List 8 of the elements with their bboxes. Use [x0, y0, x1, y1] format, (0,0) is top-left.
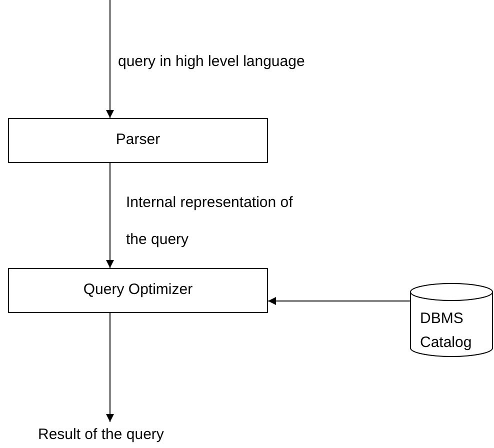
arrow [268, 297, 410, 305]
arrow [106, 0, 114, 118]
process-box: Query Optimizer [8, 268, 268, 313]
arrow [106, 162, 114, 268]
database-cylinder: DBMS Catalog [410, 283, 493, 357]
process-box: Parser [8, 118, 268, 163]
output-text: Result of the query [38, 422, 198, 446]
arrow [106, 312, 114, 422]
